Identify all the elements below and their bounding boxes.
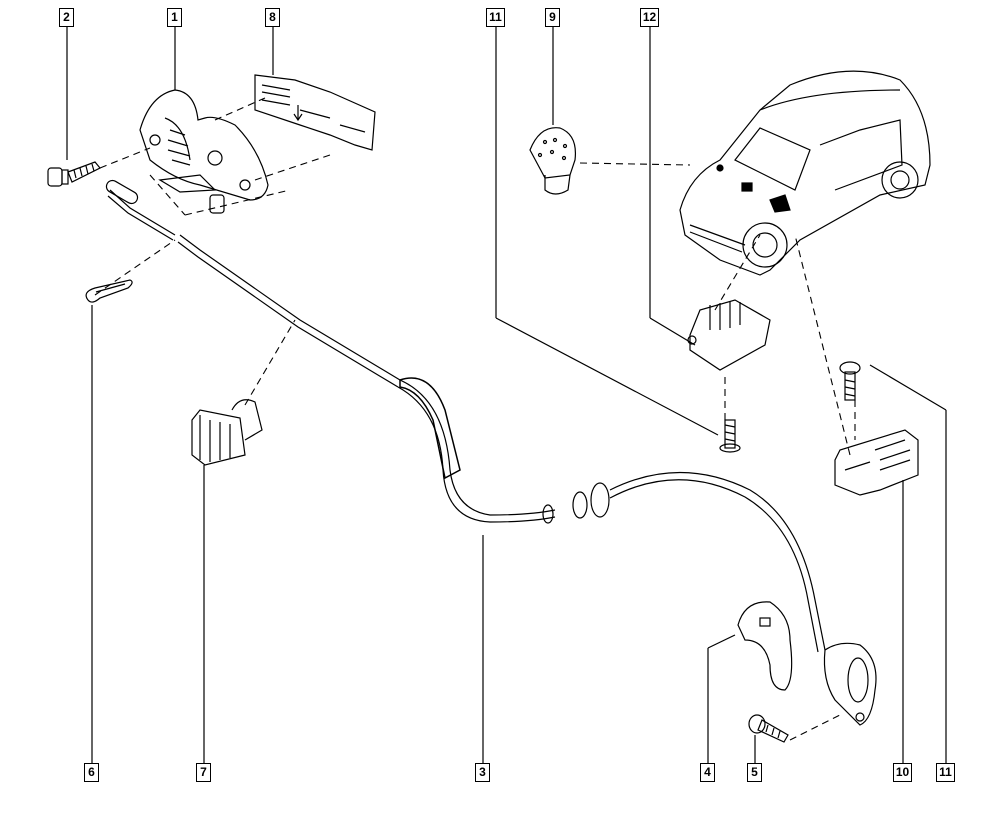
- callout-2: 2: [59, 8, 74, 27]
- callout-11-top: 11: [486, 8, 505, 27]
- callout-12: 12: [640, 8, 659, 27]
- part-4-release-handle: [737, 601, 793, 691]
- callout-4: 4: [700, 763, 715, 782]
- part-3-cable: [105, 179, 826, 653]
- part-12-guide-clip: [687, 299, 771, 371]
- part-2-bolt: [47, 161, 101, 187]
- handle-housing: [823, 642, 877, 726]
- callout-5: 5: [747, 763, 762, 782]
- part-1-bonnet-lock: [139, 89, 269, 214]
- part-6-clip: [85, 279, 133, 303]
- callout-11-bottom: 11: [936, 763, 955, 782]
- part-11-bolt-right: [839, 361, 861, 401]
- callout-1: 1: [167, 8, 182, 27]
- part-8-cover-plate: [254, 74, 376, 151]
- callout-9: 9: [545, 8, 560, 27]
- callout-3: 3: [475, 763, 490, 782]
- part-10-bracket: [834, 429, 919, 496]
- part-5-bolt: [748, 714, 789, 743]
- part-11-bolt-lower-left: [719, 419, 741, 453]
- part-9-rubber-stop: [529, 127, 577, 195]
- callout-10: 10: [893, 763, 912, 782]
- callout-6: 6: [84, 763, 99, 782]
- vehicle-illustration: [679, 70, 931, 276]
- leader-11-top-diag: [495, 317, 719, 436]
- callout-7: 7: [196, 763, 211, 782]
- leader-11-bot-diag: [869, 364, 947, 411]
- part-7-cable-clip: [191, 399, 263, 466]
- leader-4-diag: [707, 634, 736, 649]
- callout-8: 8: [265, 8, 280, 27]
